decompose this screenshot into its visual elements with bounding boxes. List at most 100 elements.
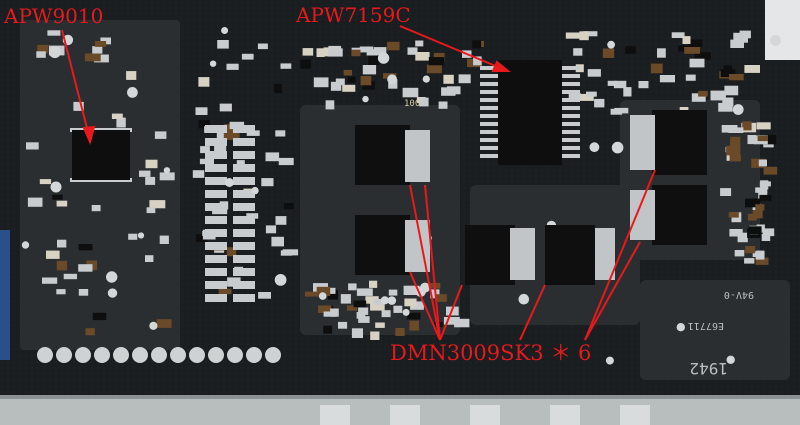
connector-pin [227, 347, 243, 363]
ic-lead [480, 138, 498, 142]
smd-part [346, 305, 358, 311]
smd-part [226, 63, 239, 70]
smd-part [759, 194, 772, 201]
smd-part [149, 200, 166, 209]
smd-part [216, 130, 227, 140]
smd-part [145, 176, 156, 185]
smd-part [369, 280, 378, 288]
smd-part [426, 283, 441, 289]
smd-part [756, 122, 771, 130]
smd-part [578, 93, 594, 101]
smd-part [57, 239, 67, 248]
smd-part [316, 286, 331, 296]
smd-part [387, 41, 400, 51]
smd-part [223, 130, 240, 140]
smd-part [343, 69, 353, 76]
ic-lead [480, 82, 498, 86]
smd-part [689, 58, 705, 68]
smd-part [348, 283, 357, 291]
resistor-pad [205, 281, 227, 289]
via [149, 321, 158, 330]
connector-pin [170, 347, 186, 363]
smd-part [682, 36, 691, 44]
resistor-pad [233, 281, 255, 289]
smd-part [246, 213, 259, 219]
smd-part [195, 234, 208, 243]
resistor-pad [233, 229, 255, 237]
label-apw9010: APW9010 [3, 4, 103, 28]
smd-part [623, 87, 632, 97]
connector-pin [265, 347, 281, 363]
via [380, 296, 389, 305]
smd-part [755, 257, 769, 265]
smd-part [594, 98, 605, 108]
smd-part [729, 154, 741, 162]
ic-lead [480, 74, 498, 78]
ic-apw7159c [480, 60, 580, 165]
smd-part [116, 117, 126, 128]
smd-part [602, 48, 615, 58]
smd-part [275, 216, 287, 225]
smd-part [145, 255, 154, 262]
smd-part [92, 46, 103, 54]
smd-part [720, 69, 736, 78]
smd-part [650, 63, 663, 74]
smd-part [694, 52, 711, 60]
via [362, 95, 369, 103]
smd-part [218, 288, 232, 295]
via [589, 142, 600, 153]
smd-part [330, 81, 342, 91]
connector-pin [246, 347, 262, 363]
via [770, 35, 781, 46]
resistor-pad [205, 151, 227, 159]
connector-pin [94, 347, 110, 363]
ic-lead [480, 114, 498, 118]
smd-part [318, 305, 332, 313]
smd-part [91, 205, 101, 212]
smd-part [742, 121, 752, 131]
resistor-pad [205, 242, 227, 250]
via [221, 27, 229, 34]
smd-part [718, 102, 733, 112]
smd-part [728, 212, 739, 218]
smd-part [63, 273, 77, 280]
smd-part [214, 145, 227, 152]
via [732, 104, 744, 115]
ic-lead [562, 66, 580, 70]
smd-part [607, 80, 617, 86]
smd-part [752, 209, 763, 219]
smd-part [265, 225, 277, 234]
via [137, 232, 145, 239]
smd-part [763, 228, 775, 237]
smd-part [100, 37, 111, 45]
smd-part [744, 65, 760, 73]
smd-part [282, 249, 299, 256]
smd-part [358, 316, 370, 323]
resistor-pad [205, 190, 227, 198]
smd-part [73, 101, 84, 111]
via [163, 167, 171, 174]
via [209, 60, 217, 67]
resistor-pad [233, 125, 255, 133]
smd-part [759, 181, 771, 187]
resistor-pad [233, 151, 255, 159]
smd-part [283, 203, 294, 210]
smd-part [723, 65, 732, 71]
ic-lead [562, 90, 580, 94]
resistor-pad [233, 177, 255, 185]
smd-part [710, 90, 726, 101]
ic-lead [562, 122, 580, 126]
mosfets [355, 110, 707, 285]
smd-part [359, 46, 374, 53]
smd-part [726, 145, 741, 156]
resistor-pad [233, 216, 255, 224]
smd-part [579, 31, 589, 41]
smd-part [265, 152, 280, 162]
smd-part [271, 236, 284, 247]
smd-part [223, 124, 234, 134]
smd-part [587, 69, 601, 77]
smd-part [472, 40, 482, 49]
smd-part [729, 74, 744, 81]
via [274, 274, 287, 286]
smd-part [409, 320, 419, 331]
